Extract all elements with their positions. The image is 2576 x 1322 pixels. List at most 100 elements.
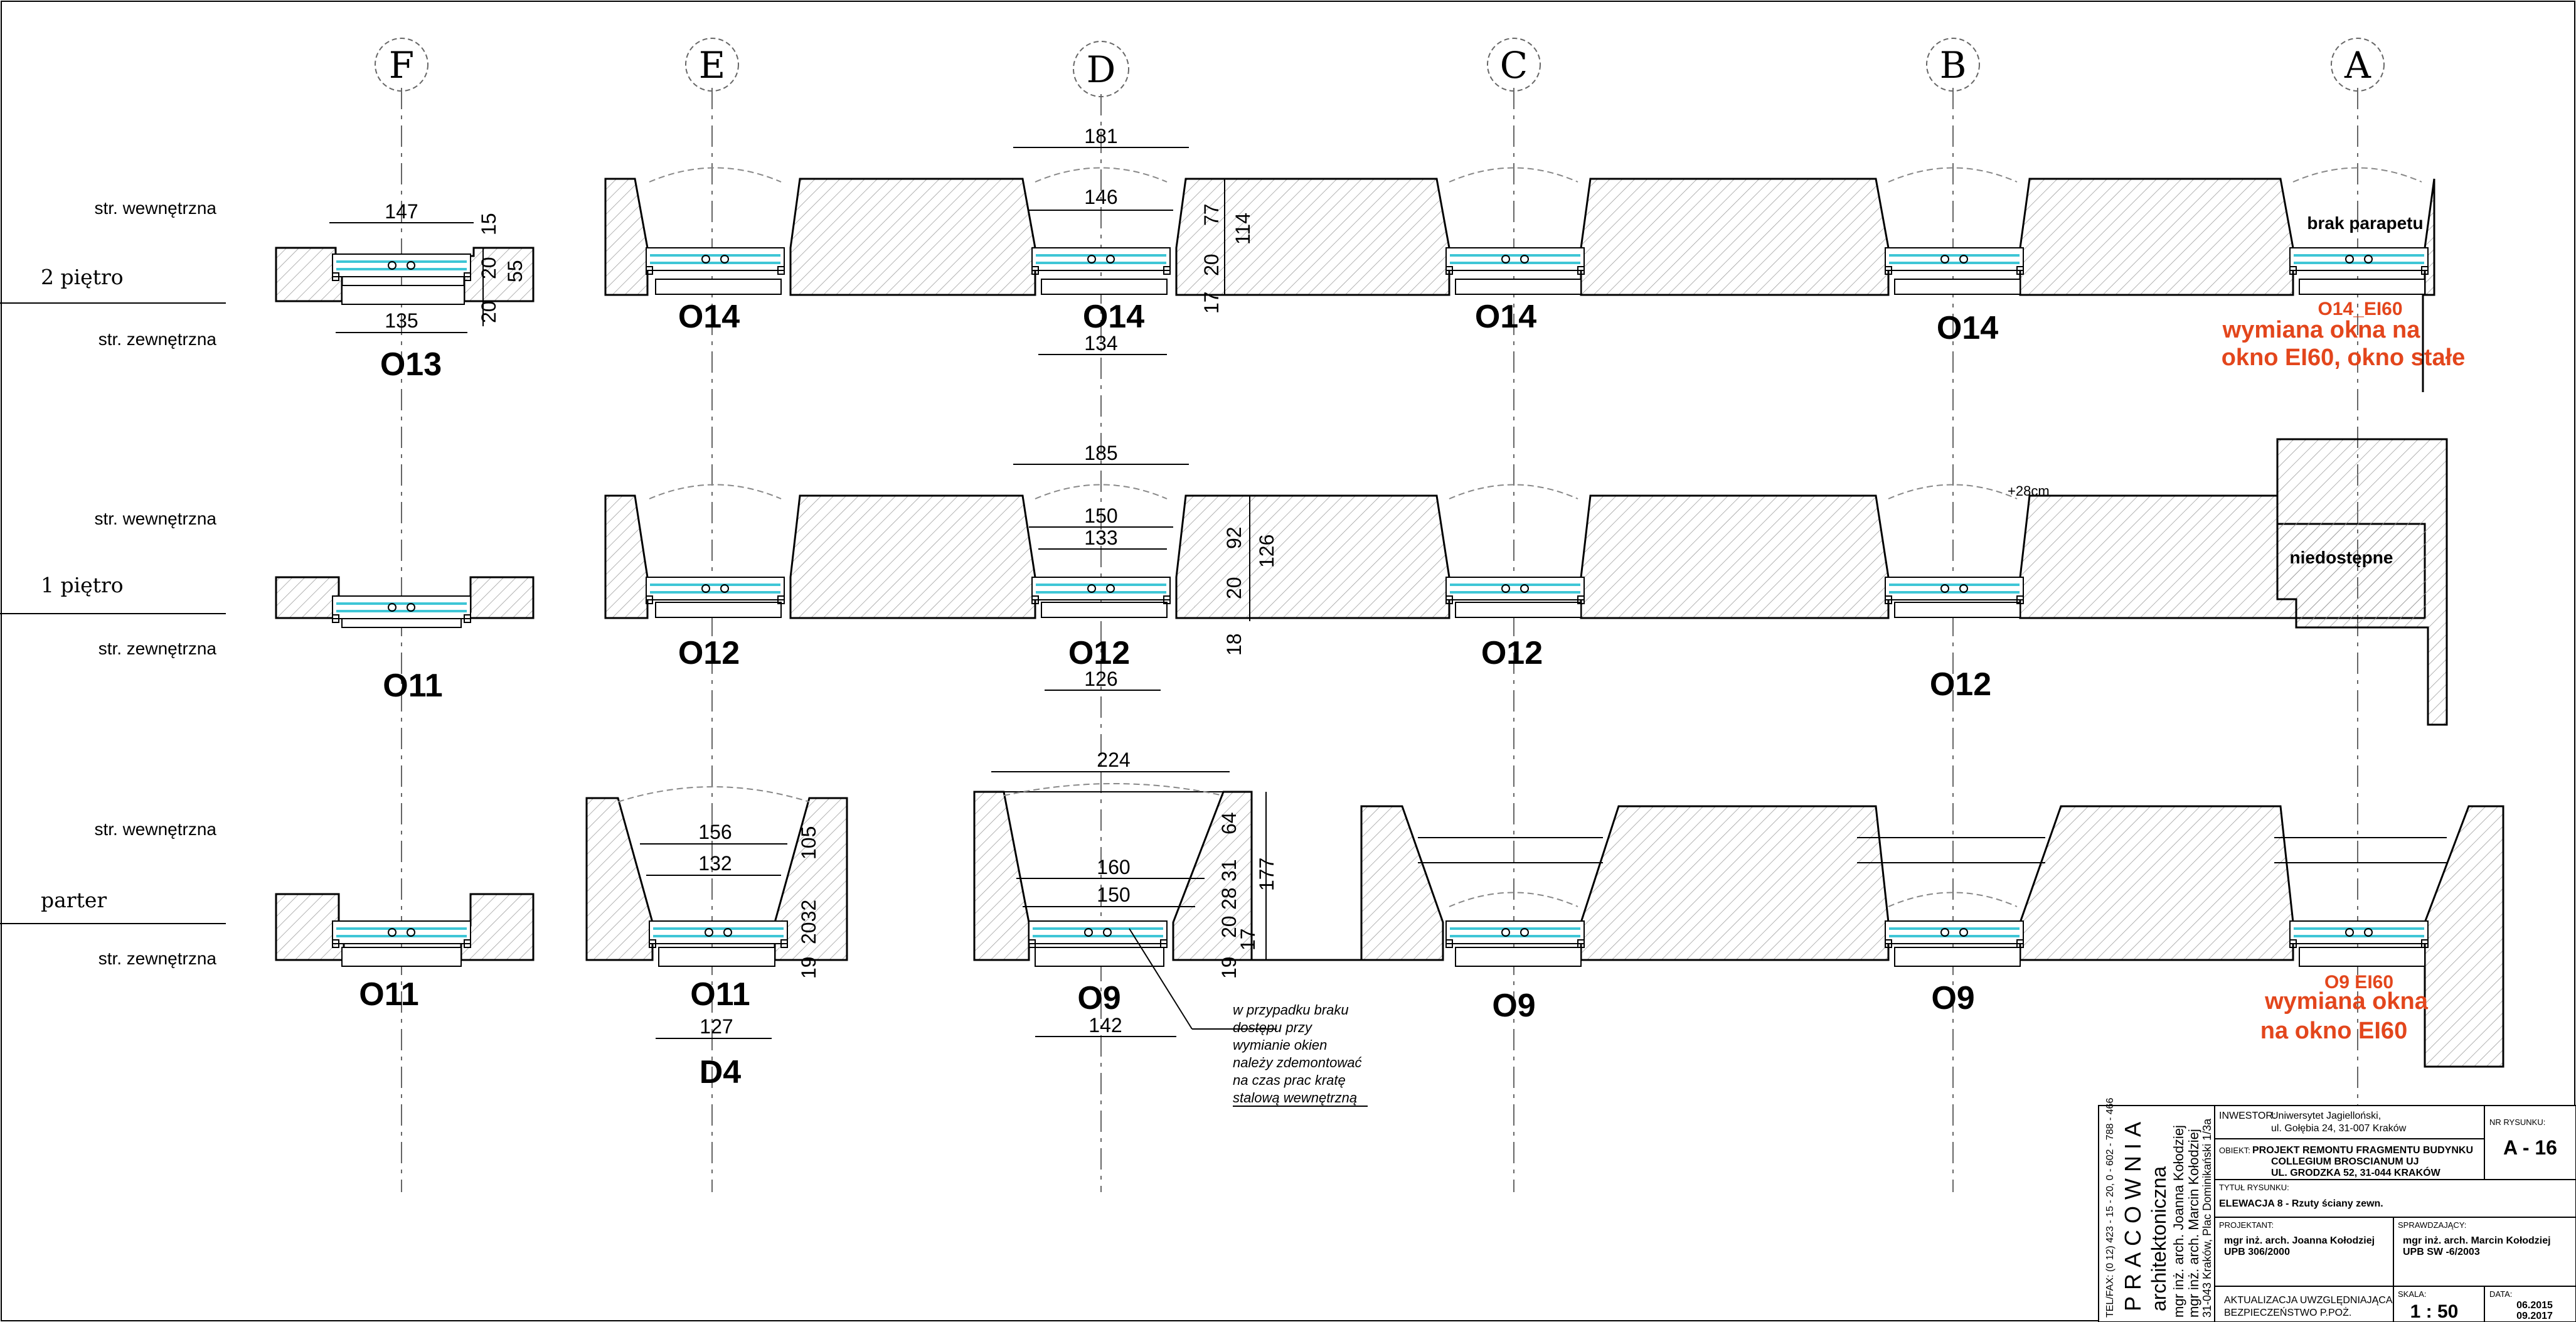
wall-section-o12: 185 150 133 126 92 126 20 18 +28cm niedo… bbox=[604, 438, 2448, 726]
firm-address: 31-043 Kraków, Plac Dominikański 1/3a bbox=[2201, 1118, 2213, 1318]
investor-value: Uniwersytet Jagielloński, bbox=[2271, 1111, 2381, 1121]
window-code: O14 bbox=[678, 299, 740, 335]
window-section-o11-d4: 156 132 127 105 2032 19 O11 D4 bbox=[585, 786, 848, 1090]
dim-r2-126: 126 bbox=[1084, 668, 1117, 690]
axis-label-a: A bbox=[2344, 44, 2371, 87]
firm-type: architektoniczna bbox=[2148, 1166, 2170, 1311]
dim-r2-133: 133 bbox=[1084, 526, 1117, 549]
window-code: O14 bbox=[1937, 310, 1998, 346]
dim-o13-width: 147 bbox=[385, 200, 418, 223]
dim-o13-20b: 20 bbox=[477, 301, 500, 323]
dim-r2-126v: 126 bbox=[1255, 535, 1278, 568]
floor-label-2: 2 piętro bbox=[41, 265, 124, 289]
annotation-brak-parapetu: brak parapetu bbox=[2307, 213, 2423, 233]
dim-r2-18: 18 bbox=[1223, 633, 1245, 656]
revision-line-2: BEZPIECZEŃSTWO P.POŻ. bbox=[2224, 1306, 2351, 1318]
checker-name: mgr inż. arch. Marcin Kołodziej bbox=[2403, 1235, 2551, 1246]
window-code: O11 bbox=[690, 976, 750, 1013]
window-code: O9 bbox=[1492, 988, 1535, 1024]
firm-architect-1: mgr inż. arch. Joanna Kołodziej bbox=[2171, 1125, 2186, 1318]
dim-r1-181: 181 bbox=[1084, 125, 1117, 147]
checker-license: UPB SW -6/2003 bbox=[2403, 1247, 2480, 1257]
dim-r1-77: 77 bbox=[1200, 203, 1223, 226]
dim-r1-17: 17 bbox=[1200, 291, 1223, 314]
dim-r3e-105: 105 bbox=[797, 826, 820, 860]
note-line: stalową wewnętrzną bbox=[1233, 1090, 1357, 1106]
floor-label-1: 1 piętro bbox=[41, 573, 124, 597]
dim-r1-146: 146 bbox=[1084, 186, 1117, 208]
note-line: dostępu przy bbox=[1233, 1020, 1313, 1035]
inner-side-label: str. wewnętrzna bbox=[94, 509, 216, 528]
annotation-o9-line2: na okno EI60 bbox=[2260, 1018, 2407, 1044]
axis-marker-e: E bbox=[685, 38, 739, 92]
window-code: O11 bbox=[383, 668, 442, 704]
investor-address: ul. Gołębia 24, 31-007 Kraków bbox=[2271, 1123, 2407, 1134]
designer-label: PROJEKTANT: bbox=[2219, 1220, 2274, 1230]
object-line-1: PROJEKT REMONTU FRAGMENTU BUDYNKU bbox=[2252, 1145, 2473, 1156]
axis-marker-b: B bbox=[1926, 38, 1980, 92]
dim-r3e-156: 156 bbox=[698, 821, 732, 843]
designer-license: UPB 306/2000 bbox=[2224, 1247, 2290, 1257]
dim-r3d-177: 177 bbox=[1255, 858, 1278, 891]
firm-contact: TEL/FAX: (0 12) 423 - 15 - 20, 0 - 602 -… bbox=[2105, 1097, 2116, 1318]
investor-label: INWESTOR: bbox=[2219, 1111, 2275, 1121]
wall-section-o14: 181 146 134 77 114 20 17 O14 O14 O14 O14… bbox=[604, 125, 2465, 392]
window-section-o11-r2: O11 bbox=[275, 576, 535, 704]
inner-side-label: str. wewnętrzna bbox=[94, 819, 216, 839]
object-line-3: UL. GRODZKA 52, 31-044 KRAKÓW bbox=[2271, 1166, 2441, 1178]
window-code: O9 bbox=[1077, 980, 1120, 1016]
row-ground-floor: O11 156 132 127 105 2032 19 O11 D4 bbox=[275, 749, 2504, 1107]
title-label: TYTUŁ RYSUNKU: bbox=[2219, 1183, 2289, 1192]
outer-side-label: str. zewnętrzna bbox=[98, 329, 217, 349]
drawing-no: A - 16 bbox=[2503, 1136, 2557, 1159]
scale-label: SKALA: bbox=[2398, 1289, 2427, 1299]
dim-r3d-19: 19 bbox=[1218, 956, 1240, 979]
dim-r2-185: 185 bbox=[1084, 442, 1117, 464]
date-1: 06.2015 bbox=[2516, 1300, 2553, 1311]
window-section-o9-d: 224 160 150 142 64 177 31 28 20 17 19 O9… bbox=[973, 749, 1368, 1107]
window-code: O12 bbox=[678, 635, 740, 671]
axis-label-f: F bbox=[389, 44, 414, 87]
axis-label-d: D bbox=[1087, 48, 1116, 91]
row-2nd-floor: 147 135 15 20 55 20 O13 bbox=[275, 125, 2465, 392]
floor-label-parter: parter bbox=[41, 888, 107, 912]
dim-r2-150: 150 bbox=[1084, 504, 1117, 527]
axis-markers: F E D C B A bbox=[375, 38, 2385, 97]
dim-r3d-142: 142 bbox=[1088, 1014, 1122, 1037]
axis-lines bbox=[401, 88, 2358, 1192]
side-labels: str. wewnętrzna 2 piętro str. zewnętrzna… bbox=[0, 198, 226, 968]
dim-r3d-160: 160 bbox=[1097, 856, 1130, 878]
dim-r3e-132: 132 bbox=[698, 852, 732, 875]
row-1st-floor: O11 185 150 133 bbox=[275, 438, 2448, 726]
window-code-d4: D4 bbox=[700, 1054, 742, 1090]
window-code: O12 bbox=[1068, 635, 1130, 671]
dim-r2-92: 92 bbox=[1223, 526, 1245, 549]
inner-side-label: str. wewnętrzna bbox=[94, 198, 216, 218]
grille-note: w przypadku braku dostępu przy wymianie … bbox=[1233, 1002, 1368, 1107]
dim-r3d-150: 150 bbox=[1097, 883, 1130, 906]
dim-r3d-20: 20 bbox=[1218, 915, 1240, 938]
axis-label-b: B bbox=[1940, 44, 1967, 87]
window-code: O11 bbox=[359, 976, 418, 1013]
date-2: 09.2017 bbox=[2516, 1311, 2553, 1321]
window-section-o11-r3: O11 bbox=[275, 893, 535, 1013]
annotation-o9-ei60: O9 EI60 bbox=[2324, 972, 2393, 993]
dim-r1-20: 20 bbox=[1200, 253, 1223, 276]
dim-o13-15: 15 bbox=[477, 213, 500, 235]
object-line-2: COLLEGIUM BROSCIANUM UJ bbox=[2271, 1156, 2419, 1167]
annotation-niedostepne: niedostępne bbox=[2290, 548, 2393, 567]
window-code: O14 bbox=[1083, 299, 1144, 335]
window-code: O14 bbox=[1475, 299, 1536, 335]
dim-o13-inner: 135 bbox=[385, 309, 418, 332]
dim-r2-20: 20 bbox=[1223, 577, 1245, 599]
note-line: na czas prac kratę bbox=[1233, 1072, 1346, 1088]
window-code: O13 bbox=[380, 346, 442, 383]
scale-value: 1 : 50 bbox=[2410, 1301, 2459, 1322]
wall-section-o9-row: O9 O9 O9 EI60 wymiana okna na okno EI60 bbox=[1252, 805, 2504, 1068]
axis-label-e: E bbox=[699, 44, 725, 87]
dim-r3e-127: 127 bbox=[700, 1015, 733, 1038]
window-code: O9 bbox=[1931, 980, 1974, 1016]
outer-side-label: str. zewnętrzna bbox=[98, 949, 217, 968]
